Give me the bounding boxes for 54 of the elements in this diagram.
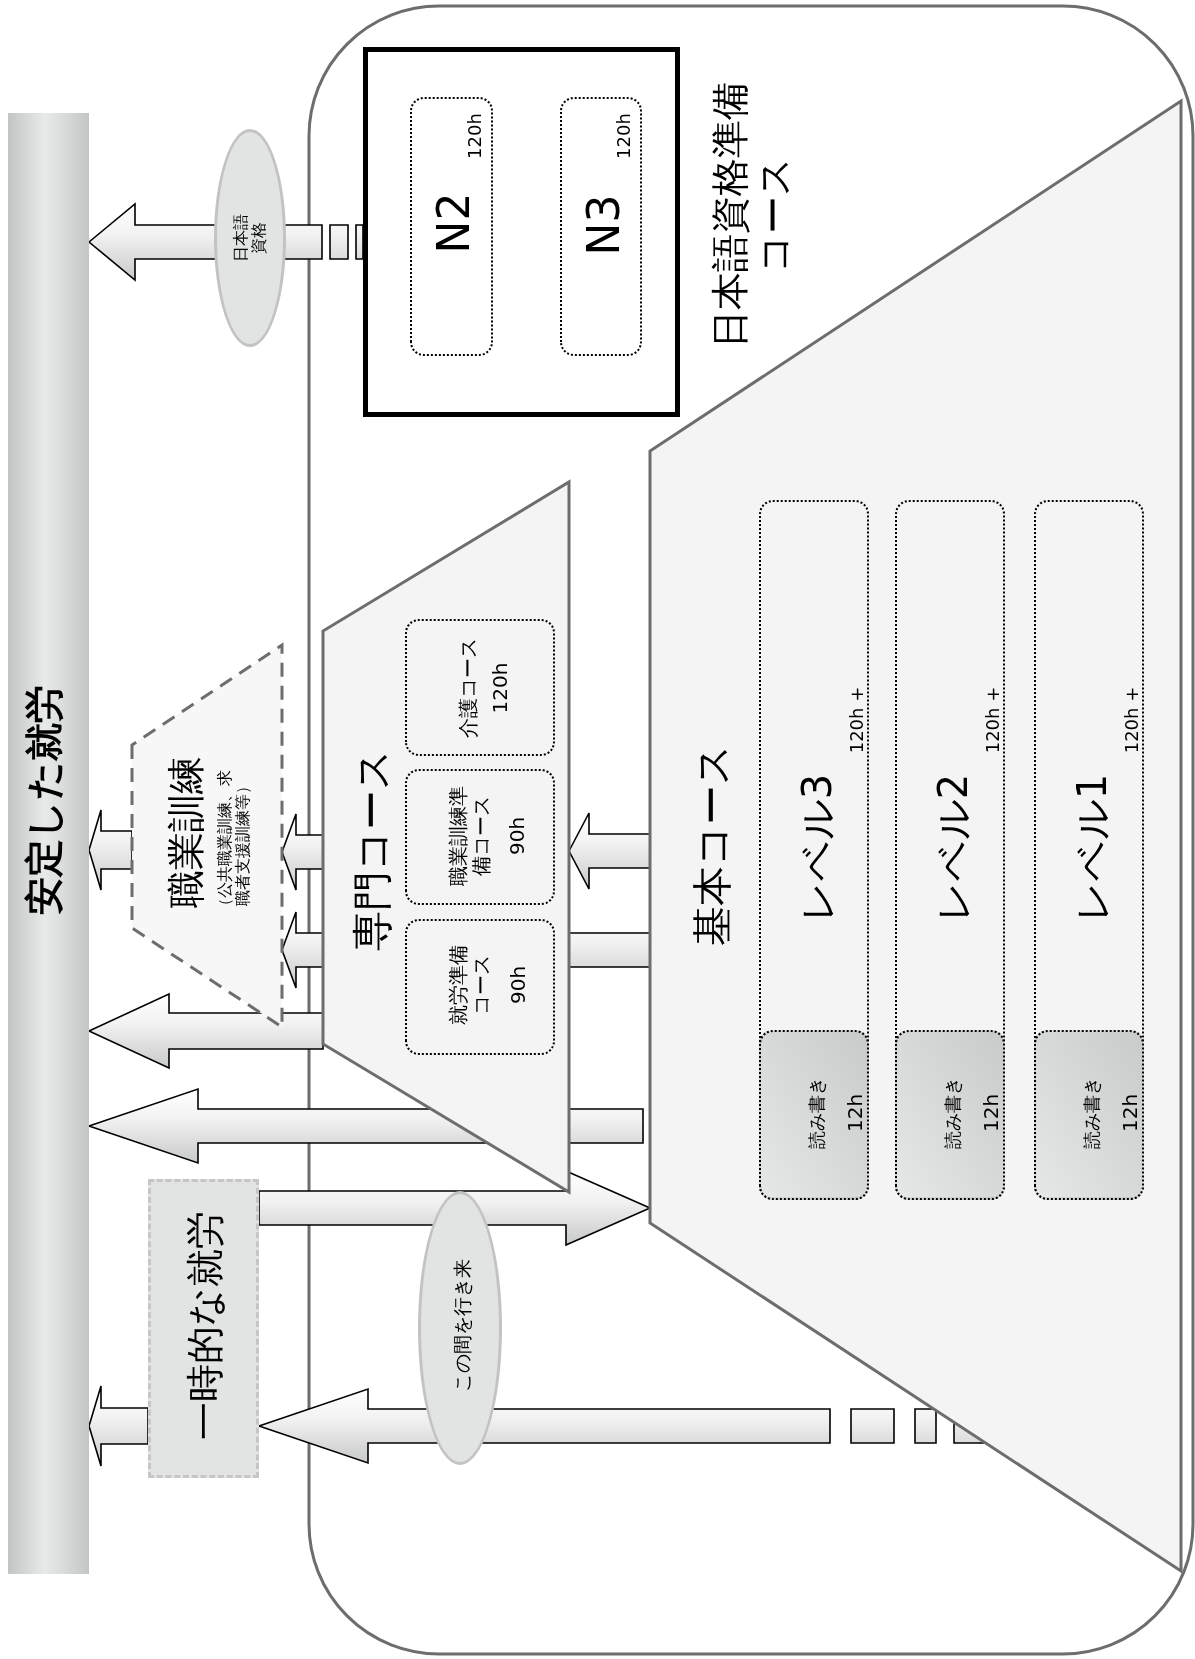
- block-arrow: [88, 1385, 149, 1467]
- hours-text: 120h +: [1121, 686, 1143, 754]
- module-box: [895, 1030, 1005, 1200]
- employment-bar: [8, 113, 89, 1574]
- hours-text: 120h: [488, 662, 512, 714]
- block-arrow: [568, 812, 651, 890]
- course-box: [405, 919, 555, 1055]
- hours-text: 12h: [1118, 1093, 1142, 1133]
- level-box: [1034, 500, 1144, 1200]
- title-text: 安定した就労: [23, 685, 67, 915]
- course-box: [560, 97, 642, 356]
- title-text: この間を行き来: [452, 1258, 474, 1392]
- module-box: [1034, 1030, 1144, 1200]
- note-text: （公共職業訓練、求職者支援訓練等）: [215, 769, 253, 916]
- title-text: N3: [578, 194, 630, 256]
- block-arrow: [86, 1087, 644, 1165]
- level-box: [895, 500, 1005, 1200]
- heading-text: 日本語資格準備コース: [709, 81, 797, 350]
- hours-text: 12h: [979, 1093, 1003, 1133]
- block-arrow: [281, 813, 324, 891]
- hours-text: 120h: [613, 113, 635, 159]
- level-box: [759, 500, 869, 1200]
- title-text: 読み書き: [806, 1077, 828, 1149]
- block-arrow: [281, 911, 651, 989]
- title-text: 職業訓練準備コース: [447, 785, 493, 887]
- module-box: [759, 1030, 869, 1200]
- hours-text: 120h: [464, 113, 486, 159]
- course-box: [405, 619, 555, 756]
- title-text: N2: [428, 192, 480, 254]
- trapezoid-panel: [323, 482, 569, 1192]
- title-text: 専門コース: [349, 749, 395, 951]
- title-text: 読み書き: [1081, 1077, 1103, 1149]
- employment-box: [148, 1179, 259, 1478]
- title-text: 一時的な就労: [184, 1210, 228, 1440]
- hours-text: 90h: [506, 965, 530, 1005]
- hours-text: 120h +: [846, 686, 868, 754]
- title-text: レベル3: [794, 773, 840, 923]
- trapezoid-panel: [132, 645, 282, 1027]
- title-text: 就労準備コース: [447, 944, 493, 1026]
- hours-text: 12h: [843, 1093, 867, 1133]
- title-text: レベル2: [930, 773, 976, 923]
- title-text: レベル1: [1069, 773, 1115, 923]
- title-text: 基本コース: [689, 744, 735, 946]
- hours-text: 120h +: [982, 686, 1004, 754]
- title-text: 読み書き: [942, 1077, 964, 1149]
- block-arrow: [256, 1387, 986, 1465]
- course-box: [405, 769, 555, 905]
- oval-label: 日本語資格: [214, 129, 286, 347]
- course-box: [410, 97, 493, 356]
- hours-text: 90h: [505, 816, 529, 856]
- title-text: 介護コース: [456, 638, 480, 738]
- block-arrow: [87, 992, 324, 1070]
- block-arrow: [88, 809, 133, 891]
- title-text: 職業訓練: [165, 756, 209, 908]
